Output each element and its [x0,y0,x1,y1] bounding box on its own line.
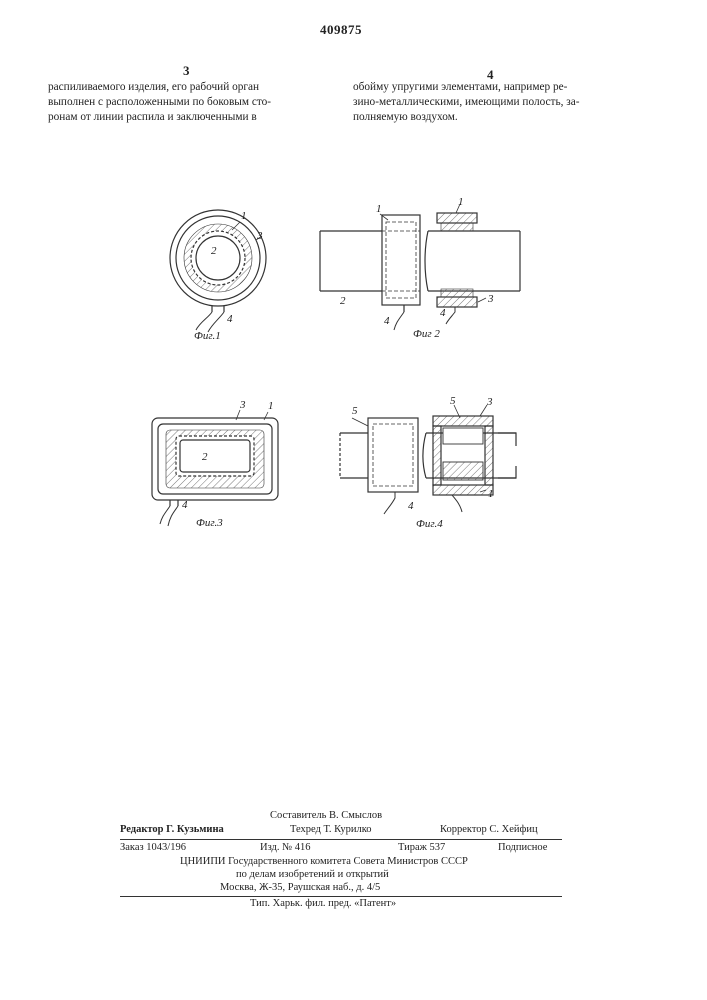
footer-podpisnoe: Подписное [498,842,547,853]
fig1-label-3: 3 [257,230,263,242]
footer-org1: ЦНИИПИ Государственного комитета Совета … [180,856,468,867]
fig4-label-4: 4 [408,500,414,512]
fig4-label-5a: 5 [352,405,358,417]
fig2-label-3: 3 [488,293,494,305]
figure-3-drawing [152,410,278,526]
fig2-label-4a: 4 [384,315,390,327]
footer-editor: Редактор Г. Кузьмина [120,824,224,835]
figure-2-drawing [320,204,520,330]
fig4-label-5b: 5 [450,395,456,407]
footer-tirazh: Тираж 537 [398,842,445,853]
fig3-label-1: 1 [268,400,274,412]
fig3-label-3: 3 [240,399,246,411]
footer-rule-bottom [120,896,562,897]
fig3-label-4: 4 [182,499,188,511]
fig2-label-1a: 1 [376,203,382,215]
fig2-label-1b: 1 [458,196,464,208]
fig3-label-2: 2 [202,451,208,463]
figure-1-drawing [170,210,266,332]
fig1-label-4: 4 [227,313,233,325]
fig4-label-3: 3 [487,396,493,408]
footer-techred: Техред Т. Курилко [290,824,372,835]
footer-address: Москва, Ж-35, Раушская наб., д. 4/5 [220,882,380,893]
fig2-caption: Фиг 2 [413,328,440,340]
footer-compiler: Составитель В. Смыслов [270,810,382,821]
fig1-label-1: 1 [241,210,247,222]
fig4-caption: Фиг.4 [416,518,443,530]
footer-org2: по делам изобретений и открытий [236,869,389,880]
footer-printer: Тип. Харьк. фил. пред. «Патент» [250,898,396,909]
footer-izd: Изд. № 416 [260,842,311,853]
fig3-caption: Фиг.3 [196,517,223,529]
fig1-label-2: 2 [211,245,217,257]
fig1-caption: Фиг.1 [194,330,221,342]
footer-corrector: Корректор С. Хейфиц [440,824,538,835]
fig2-label-2: 2 [340,295,346,307]
fig4-label-1: 1 [488,488,494,500]
fig2-label-4b: 4 [440,307,446,319]
footer-order: Заказ 1043/196 [120,842,186,853]
footer-rule-top [120,839,562,840]
